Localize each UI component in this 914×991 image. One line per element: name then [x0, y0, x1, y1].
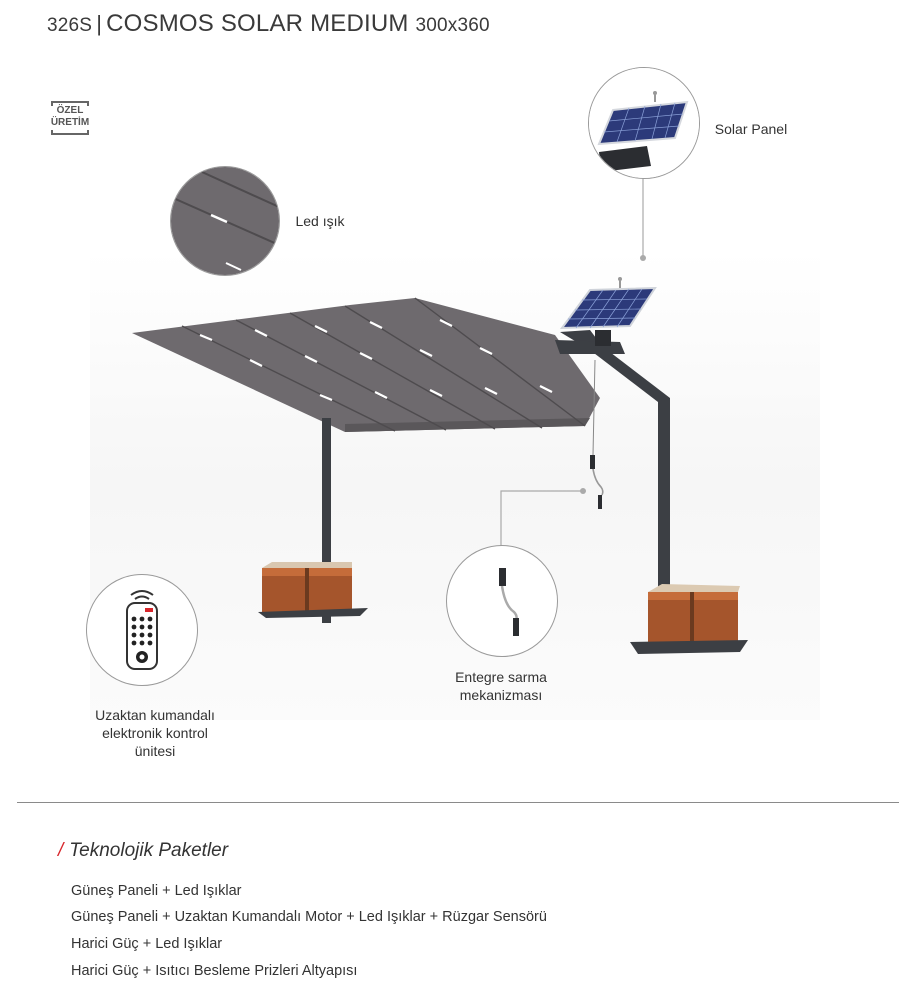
crank-label: Entegre sarma mekanizması [430, 668, 572, 704]
product-name: COSMOS SOLAR MEDIUM [106, 10, 409, 37]
crank-label-line1: Entegre sarma [455, 669, 547, 685]
remote-detail-circle [86, 574, 198, 686]
remote-label-line1: Uzaktan kumandalı [95, 707, 215, 723]
right-planter [630, 584, 748, 654]
remote-label-line3: ünitesi [134, 743, 176, 759]
left-planter [258, 562, 368, 618]
crank-label-line2: mekanizması [459, 687, 543, 703]
crank-graphic [590, 359, 604, 509]
package-item: Harici Güç + Led Işıklar [71, 936, 223, 952]
section-divider [17, 802, 899, 803]
product-size: 300x360 [415, 15, 490, 36]
remote-control-icon [126, 590, 158, 670]
slash-accent-icon: / [58, 840, 64, 861]
remote-label: Uzaktan kumandalı elektronik kontrol üni… [60, 706, 250, 760]
package-item: Güneş Paneli + Led Işıklar [71, 883, 242, 899]
solar-panel-icon [589, 68, 699, 178]
custom-production-badge: ÖZEL ÜRETİM [48, 98, 92, 138]
pergola-frame [322, 330, 670, 623]
crank-icon [499, 568, 519, 636]
page-title: 326S|COSMOS SOLAR MEDIUM 300x360 [47, 10, 490, 38]
solar-panel-graphic [559, 277, 657, 346]
packages-title: /Teknolojik Paketler [58, 840, 228, 862]
led-label: Led ışık [295, 213, 345, 229]
solar-label: Solar Panel [714, 121, 788, 137]
solar-detail-circle [588, 67, 700, 179]
remote-label-line2: elektronik kontrol [102, 725, 208, 741]
package-item: Harici Güç + Isıtıcı Besleme Prizleri Al… [71, 963, 358, 979]
canopy-fabric [132, 298, 600, 432]
pergola-illustration [90, 250, 820, 720]
crank-detail-circle [446, 545, 558, 657]
canopy-seams [181, 297, 586, 432]
packages-title-text: Teknolojik Paketler [69, 840, 229, 861]
product-code: 326S [47, 15, 93, 36]
led-detail-circle [170, 166, 280, 276]
led-strips [199, 319, 553, 402]
badge-frame-icon [51, 101, 89, 135]
title-separator: | [96, 11, 103, 36]
led-detail-icon [171, 167, 279, 275]
package-item: Güneş Paneli + Uzaktan Kumandalı Motor +… [71, 909, 547, 925]
badge-line2: ÜRETİM [50, 117, 90, 128]
badge-line1: ÖZEL [56, 105, 84, 116]
